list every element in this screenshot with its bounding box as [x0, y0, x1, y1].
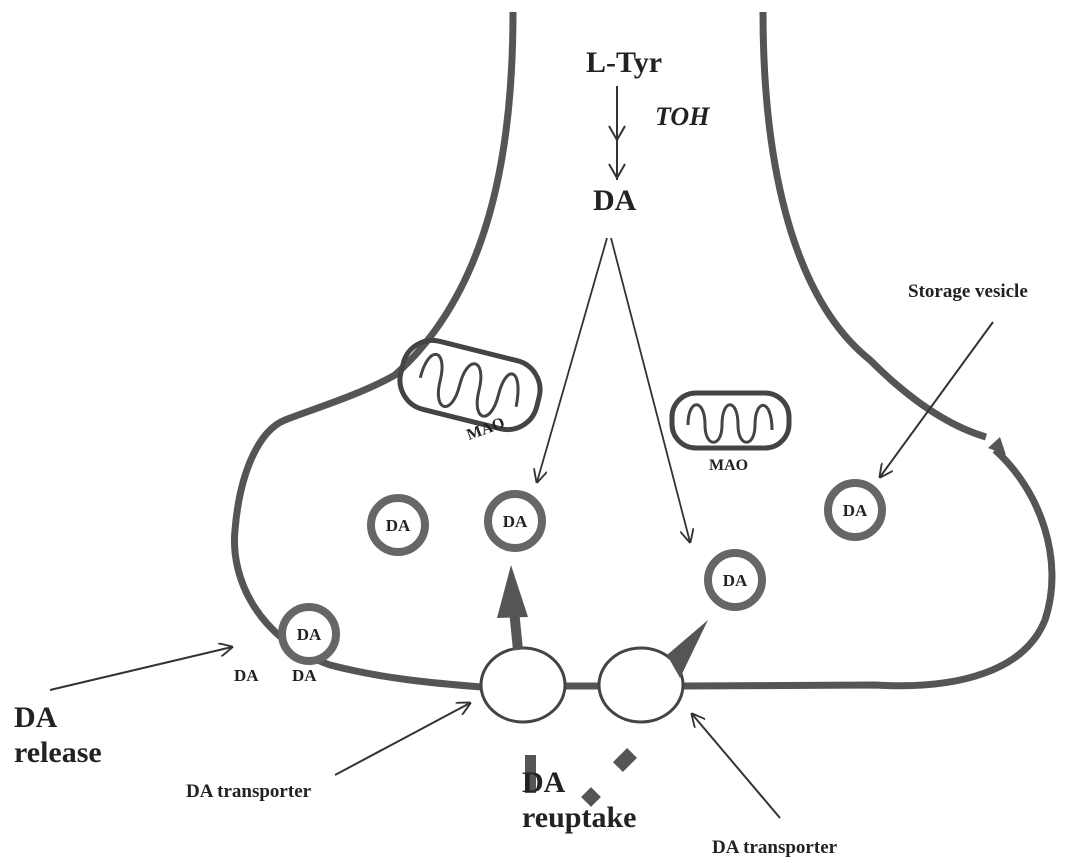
da-transporter-left-shape: [481, 648, 565, 722]
reuptake-dash-right-upper: [613, 748, 637, 772]
release-arrow: [50, 647, 232, 690]
transporter-left-pointer: [335, 703, 470, 775]
vesicle-fusing-label: DA: [297, 625, 322, 644]
released-da-2: DA: [292, 666, 317, 685]
reuptake-arrowhead-left: [497, 565, 528, 618]
vesicle-1: DA: [371, 498, 425, 552]
vesicle-1-label: DA: [386, 516, 411, 535]
da-transporter-right-label: DA transporter: [712, 837, 838, 858]
storage-vesicle-label: Storage vesicle: [908, 281, 1028, 302]
vesicle-3: DA: [828, 483, 882, 537]
vesicle-4-label: DA: [723, 571, 748, 590]
da-to-vesicle-arrow-right: [611, 238, 690, 542]
released-da-1: DA: [234, 666, 259, 685]
da-transporter-left-label: DA transporter: [186, 781, 312, 802]
transporter-right-pointer: [692, 714, 780, 818]
mitochondrion-right: MAO: [672, 393, 789, 474]
da-product-label: DA: [593, 184, 637, 217]
axon-membrane-right: [763, 12, 986, 437]
da-release-line2: release: [14, 736, 102, 769]
da-reuptake-line2: reuptake: [522, 801, 636, 834]
vesicle-fusing: DA: [282, 607, 336, 661]
toh-enzyme-label: TOH: [655, 102, 710, 131]
l-tyr-label: L-Tyr: [586, 46, 662, 79]
mao-label-right: MAO: [709, 457, 748, 474]
da-to-vesicle-arrow-left: [537, 238, 607, 482]
storage-vesicle-pointer: [880, 322, 993, 477]
vesicle-4: DA: [708, 553, 762, 607]
da-reuptake-line1: DA: [522, 766, 566, 799]
vesicle-3-label: DA: [843, 501, 868, 520]
vesicle-2: DA: [488, 494, 542, 548]
da-release-line1: DA: [14, 701, 58, 734]
vesicle-2-label: DA: [503, 512, 528, 531]
